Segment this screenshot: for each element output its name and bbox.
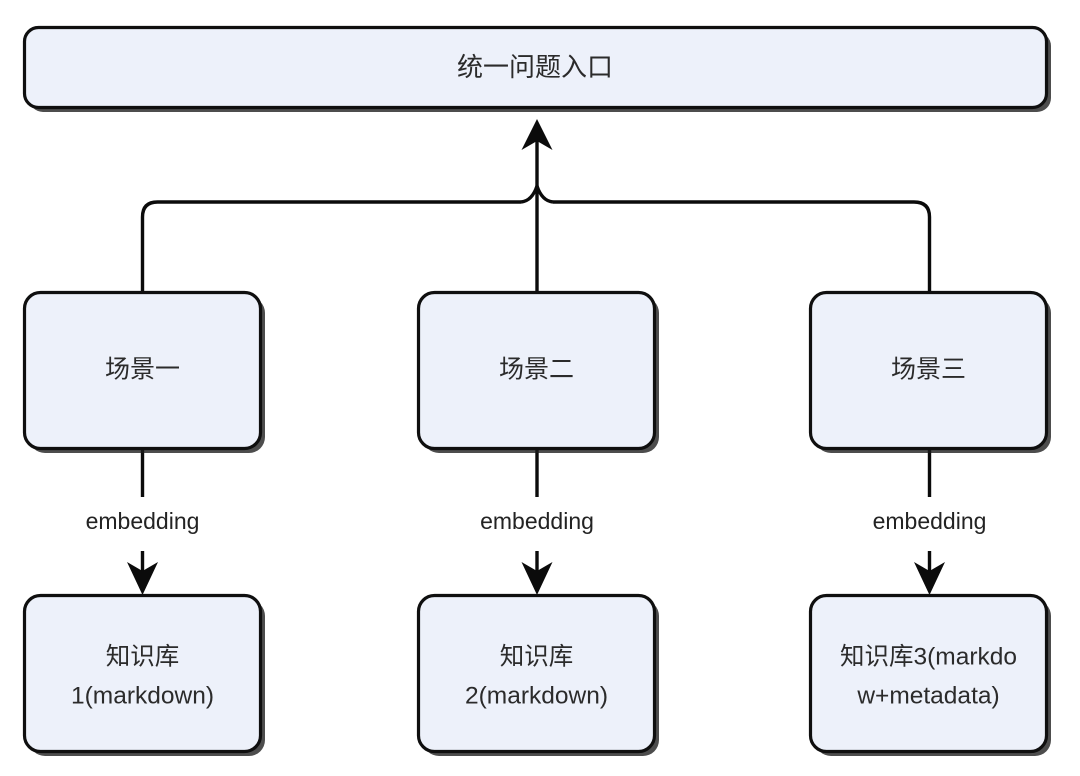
node-scene-2[interactable]: 场景二 (416, 290, 660, 454)
edge-scene2-to-kb2 (521, 448, 553, 595)
node-kb-2-label-line2: 2(markdown) (465, 682, 608, 709)
node-knowledge-base-2[interactable]: 知识库 2(markdown) (416, 593, 660, 757)
edge-scene1-to-kb1 (127, 448, 158, 595)
node-kb-2-label-line1: 知识库 (500, 642, 574, 670)
node-scene-1[interactable]: 场景一 (22, 290, 266, 454)
edge-label-embedding-1: embedding (86, 508, 200, 534)
edge-label-2-backdrop (457, 503, 618, 545)
node-kb-1-label-line2: 1(markdown) (71, 682, 214, 709)
edge-label-embedding-2: embedding (480, 508, 594, 534)
node-scene-2-box[interactable] (416, 290, 657, 451)
edge-scene2-kb2-arrowhead (521, 562, 553, 595)
node-scene-2-label: 场景二 (499, 356, 574, 384)
edge-arrowhead-to-entry (521, 119, 553, 150)
node-knowledge-base-3[interactable]: 知识库3(markdo w+metadata) (808, 593, 1052, 757)
node-scene-3-box[interactable] (808, 290, 1049, 451)
edge-scenes-to-entry (140, 119, 932, 292)
edge-scene3-kb3-arrowhead (914, 562, 945, 595)
node-kb-3-label-line2: w+metadata) (856, 682, 999, 709)
node-entry-box[interactable] (22, 25, 1049, 110)
edge-bus-cusp-left (520, 185, 539, 204)
node-entry[interactable]: 统一问题入口 (22, 25, 1052, 113)
node-kb-3-label-line1: 知识库3(markdo (840, 642, 1017, 670)
node-scene-1-box[interactable] (22, 290, 263, 451)
edge-label-group-2: embedding (457, 503, 618, 545)
edge-label-group-3: embedding (849, 503, 1010, 545)
node-kb-3-box[interactable] (808, 593, 1049, 754)
node-kb-1-label-line1: 知识库 (106, 642, 180, 670)
edge-bus-right-branch (553, 200, 932, 292)
edge-bus-left-branch (140, 200, 521, 292)
edge-scene3-to-kb3 (914, 448, 945, 595)
node-entry-label: 统一问题入口 (457, 52, 613, 82)
node-scene-3-label: 场景三 (891, 356, 966, 384)
node-kb-2-box[interactable] (416, 593, 657, 754)
edge-label-1-backdrop (62, 503, 223, 545)
edge-label-group-1: embedding (62, 503, 223, 545)
edge-label-embedding-3: embedding (873, 508, 987, 534)
node-knowledge-base-1[interactable]: 知识库 1(markdown) (22, 593, 266, 757)
edge-bus-cusp-right (535, 185, 554, 204)
node-kb-1-box[interactable] (22, 593, 263, 754)
edge-scene1-kb1-arrowhead (127, 562, 158, 595)
node-scene-3[interactable]: 场景三 (808, 290, 1052, 454)
edge-label-3-backdrop (849, 503, 1010, 545)
node-scene-1-label: 场景一 (105, 356, 180, 384)
